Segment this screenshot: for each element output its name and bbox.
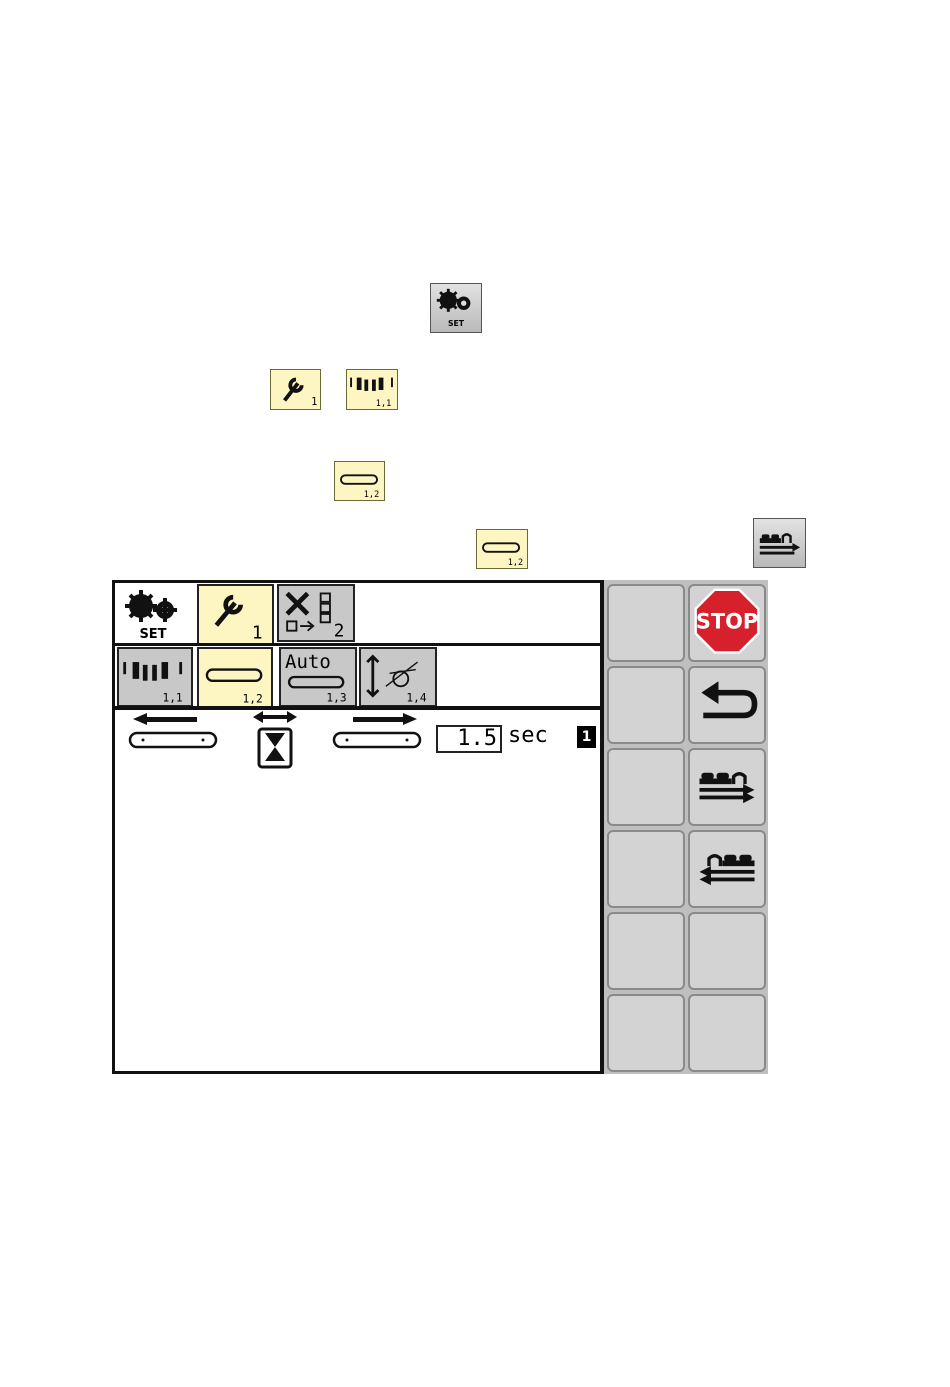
stop-button[interactable]: STOP xyxy=(688,584,766,662)
subtab-row-divider xyxy=(115,706,603,710)
softkey-blank-2[interactable] xyxy=(607,666,685,744)
delay-unit: sec xyxy=(508,723,548,748)
softkey-blank-8[interactable] xyxy=(688,994,766,1072)
setting-index-badge: 1 xyxy=(577,726,596,748)
conveyor-tab-icon-b: 1,2 xyxy=(476,529,528,569)
main-panel: SET 1 2 xyxy=(112,580,604,1074)
subtab-auto-label: 1,3 xyxy=(326,691,346,704)
softkey-blank-4[interactable] xyxy=(607,830,685,908)
stop-label: STOP xyxy=(696,610,758,634)
conveyor-tab-label-a: 1,2 xyxy=(364,490,379,500)
return-button[interactable] xyxy=(688,666,766,744)
subtab-auto[interactable]: 1,3 Auto xyxy=(279,647,357,707)
feed-forward-icon xyxy=(690,750,764,824)
subtab-beater-label: 1,4 xyxy=(406,691,426,704)
softkey-blank-1[interactable] xyxy=(607,584,685,662)
set-button-icon: SET xyxy=(430,283,482,333)
conveyor-right-icon xyxy=(331,711,423,751)
wrench-tab-label: 1 xyxy=(311,396,317,408)
tab-row-divider xyxy=(115,643,603,646)
conveyor-tab-icon-a: 1,2 xyxy=(334,461,385,501)
tab-set[interactable]: SET xyxy=(115,583,199,645)
delay-value-field[interactable]: 1.5 xyxy=(436,725,502,753)
terminal-screen: SET 1 2 xyxy=(112,580,768,1074)
feed-forward-button[interactable] xyxy=(688,748,766,826)
softkey-blank-3[interactable] xyxy=(607,748,685,826)
softkey-blank-7[interactable] xyxy=(607,994,685,1072)
tab-tools-1[interactable]: 1 xyxy=(197,584,274,645)
tab-tools-2[interactable]: 2 xyxy=(277,584,355,642)
hourglass-timer-icon xyxy=(249,709,301,769)
return-arrow-icon xyxy=(690,668,764,742)
wrench-tab-icon: 1 xyxy=(270,369,321,410)
subtab-conveyor[interactable]: 1,2 xyxy=(197,647,273,709)
conveyor-left-icon xyxy=(127,711,219,751)
feed-forward-reference-icon xyxy=(753,518,806,568)
softkey-blank-5[interactable] xyxy=(607,912,685,990)
subtab-beater[interactable]: 1,4 xyxy=(359,647,437,707)
subtab-auto-title: Auto xyxy=(285,651,331,673)
subtab-bed-label: 1,1 xyxy=(162,691,182,704)
conveyor-tab-label-b: 1,2 xyxy=(508,558,523,568)
feed-reverse-icon xyxy=(690,832,764,906)
softkey-blank-6[interactable] xyxy=(688,912,766,990)
bed-tab-icon: 1,1 xyxy=(346,369,398,410)
tab-set-label: SET xyxy=(139,627,166,642)
subtab-bed[interactable]: 1,1 xyxy=(117,647,193,707)
feed-reverse-button[interactable] xyxy=(688,830,766,908)
subtab-conveyor-label: 1,2 xyxy=(242,692,262,705)
tab-tools-1-label: 1 xyxy=(252,623,263,643)
bed-tab-label: 1,1 xyxy=(376,399,391,409)
tab-tools-2-label: 2 xyxy=(334,621,345,640)
set-label: SET xyxy=(448,319,465,328)
